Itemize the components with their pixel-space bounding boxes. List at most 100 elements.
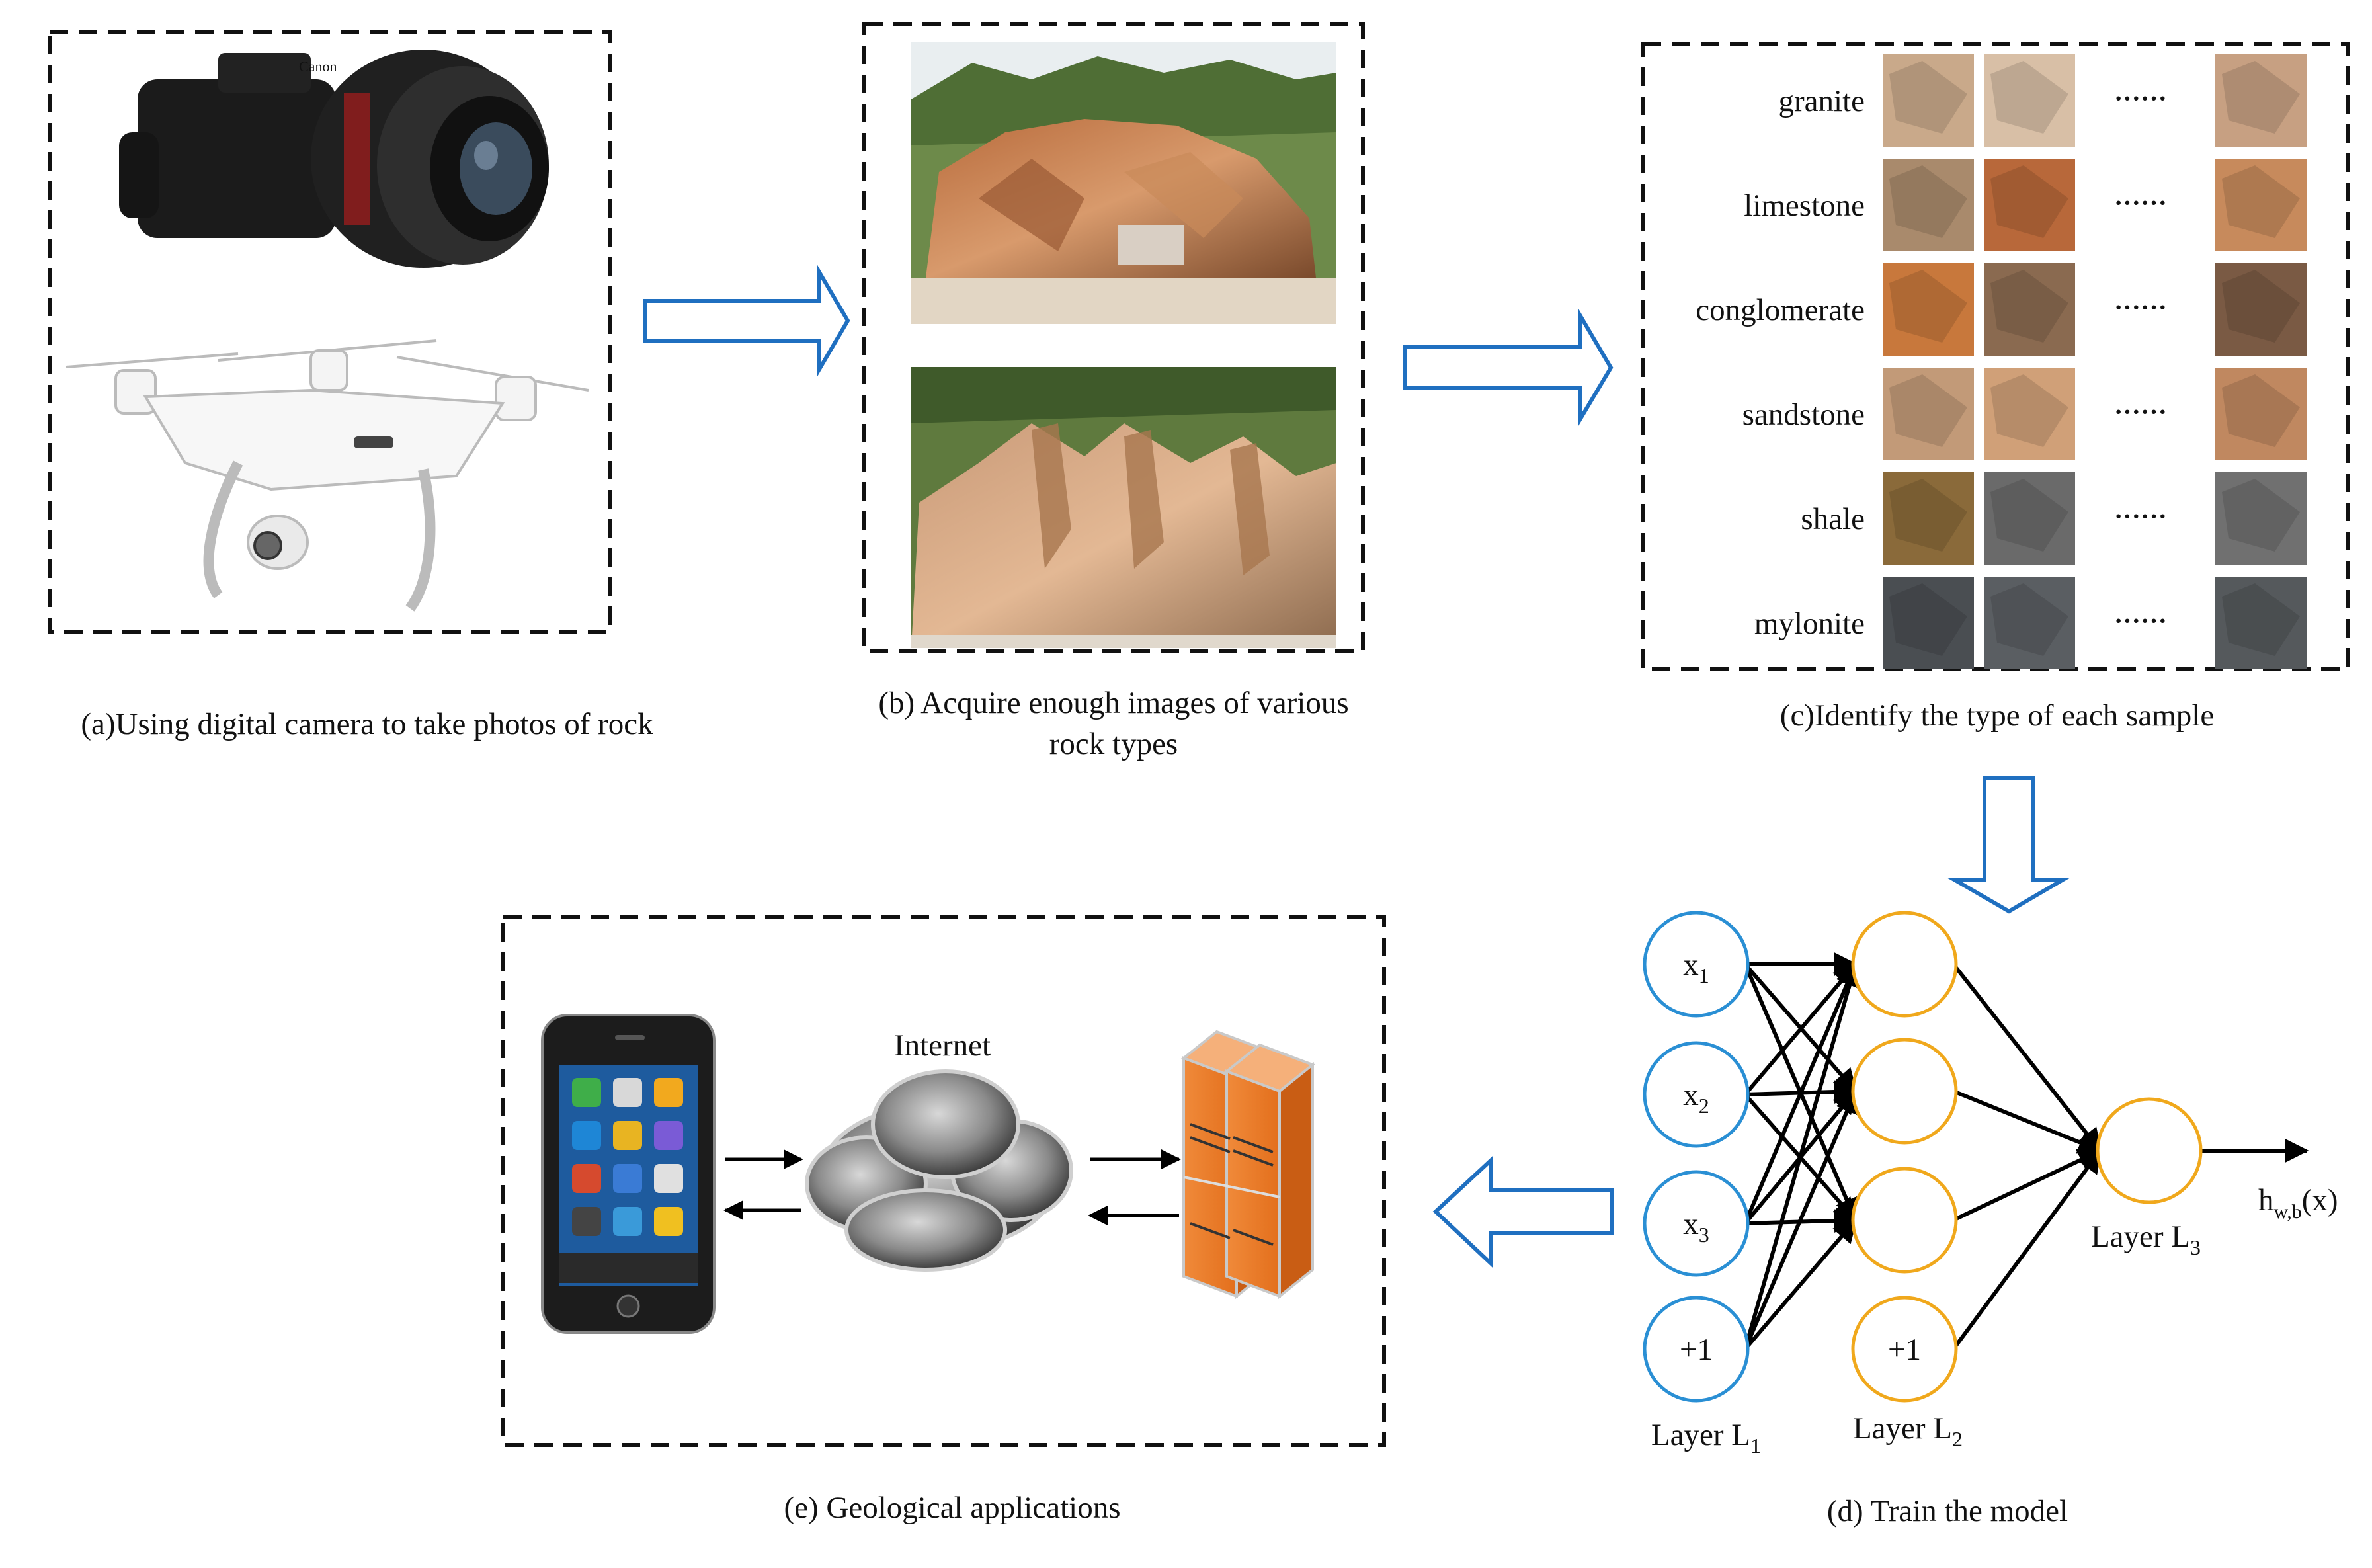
rock-row-limestone: limestone ······ <box>1744 159 2307 251</box>
rock-row-ellipsis: ······ <box>2114 501 2167 531</box>
camera-icon: Canon <box>119 50 549 268</box>
layer-label-3: Layer L3 <box>2091 1219 2201 1259</box>
rock-sample-thumbnail <box>2215 472 2307 565</box>
rock-sample-thumbnail <box>1984 368 2075 460</box>
app-icon <box>613 1164 642 1193</box>
panel-b-caption-line2: rock types <box>1049 727 1178 761</box>
input-node-subscript: 1 <box>1699 964 1709 987</box>
server-icon <box>1181 1030 1315 1300</box>
app-icon <box>654 1207 683 1236</box>
input-node-2 <box>1643 1041 1750 1148</box>
rock-sample-thumbnail <box>1883 263 1974 356</box>
panel-d-caption: (d) Train the model <box>1827 1494 2068 1528</box>
hidden-node-4 <box>1851 1296 1958 1403</box>
rock-label-shale: shale <box>1801 502 1865 536</box>
rock-sample-thumbnail <box>2215 263 2307 356</box>
panel-b-caption-line1: (b) Acquire enough images of various <box>878 686 1348 720</box>
rock-label-sandstone: sandstone <box>1742 397 1865 432</box>
edge-hidden-4-to-output <box>1951 1149 2102 1350</box>
input-node-subscript: 2 <box>1699 1094 1709 1118</box>
app-icon <box>654 1121 683 1150</box>
rock-row-ellipsis: ······ <box>2114 292 2167 322</box>
rock-sample-thumbnail <box>1883 368 1974 460</box>
rock-type-grid: granite······limestone······conglomerate… <box>1696 54 2307 669</box>
panel-a-frame <box>48 30 612 634</box>
layer-label-2: Layer L2 <box>1853 1411 1963 1451</box>
rock-texture <box>2222 270 2300 343</box>
network-edges <box>1743 952 2309 1350</box>
rock-sample-thumbnail <box>2215 54 2307 147</box>
rock-texture <box>1990 61 2068 134</box>
rock-texture <box>1990 583 2068 656</box>
hidden-bias-label: +1 <box>1888 1333 1921 1367</box>
flow-arrow-c-to-d <box>1946 776 2071 914</box>
rock-outcrop-photo-bottom <box>911 367 1336 648</box>
input-node-3 <box>1643 1170 1750 1277</box>
app-icon <box>572 1121 601 1150</box>
panel-e-frame <box>501 915 1386 1447</box>
rock-sample-thumbnail <box>1984 159 2075 251</box>
panel-c-frame <box>1641 42 2350 671</box>
edge-input-4-to-hidden-3 <box>1743 1218 1858 1350</box>
edge-hidden-1-to-output <box>1951 963 2102 1153</box>
rock-texture <box>2222 583 2300 656</box>
output-label: hw,b(x) <box>2258 1183 2338 1223</box>
rock-outcrop-photo-top <box>911 42 1336 324</box>
app-icon <box>613 1207 642 1236</box>
app-icon <box>654 1164 683 1193</box>
flow-arrow-b-to-c <box>1403 309 1614 426</box>
cloud-icon <box>805 1069 1073 1272</box>
rock-row-mylonite: mylonite······ <box>1754 577 2307 669</box>
rock-row-ellipsis: ······ <box>2114 188 2167 218</box>
rock-sample-thumbnail <box>2215 368 2307 460</box>
app-icon <box>654 1078 683 1107</box>
flow-arrow-a-to-b <box>643 263 850 378</box>
rock-sample-thumbnail <box>1984 472 2075 565</box>
panel-b-frame <box>862 22 1365 653</box>
rock-row-ellipsis: ······ <box>2114 397 2167 427</box>
app-icon <box>613 1121 642 1150</box>
edge-input-3-to-hidden-1 <box>1743 962 1858 1225</box>
rock-sample-thumbnail <box>1984 263 2075 356</box>
rock-row-sandstone: sandstone ······ <box>1742 368 2307 460</box>
flow-arrow-d-to-e <box>1432 1156 1614 1268</box>
rock-sample-thumbnail <box>1984 54 2075 147</box>
input-node-label-3: x3 <box>1683 1207 1709 1247</box>
app-icon <box>572 1207 601 1236</box>
edge-hidden-3-to-output <box>1952 1149 2103 1222</box>
rock-texture <box>1889 583 1967 656</box>
input-node-label-1: x1 <box>1683 948 1709 987</box>
hidden-node-3 <box>1851 1167 1958 1274</box>
rock-texture <box>2222 374 2300 447</box>
rock-texture <box>2222 61 2300 134</box>
drone-icon <box>65 339 589 612</box>
rock-label-limestone: limestone <box>1744 188 1865 223</box>
layer-label-1: Layer L1 <box>1651 1418 1761 1458</box>
input-node-4 <box>1643 1296 1750 1403</box>
rock-row-granite: granite······ <box>1779 54 2307 147</box>
rock-texture <box>1889 165 1967 238</box>
smartphone-icon <box>541 1014 716 1334</box>
panel-e: Internet (e) Geological applications <box>501 915 1386 1525</box>
panel-b: (b) Acquire enough images of various roc… <box>862 22 1365 761</box>
rock-sample-thumbnail <box>2215 577 2307 669</box>
edge-input-4-to-hidden-2 <box>1743 1089 1858 1350</box>
rock-texture <box>1990 374 2068 447</box>
input-node-1 <box>1643 911 1750 1018</box>
rock-label-conglomerate: conglomerate <box>1696 293 1865 327</box>
rock-row-ellipsis: ······ <box>2114 606 2167 636</box>
panel-c-caption: (c)Identify the type of each sample <box>1780 698 2214 733</box>
rock-texture <box>1990 165 2068 238</box>
rock-row-conglomerate: conglomerate ······ <box>1696 263 2307 356</box>
rock-sample-thumbnail <box>1883 577 1974 669</box>
app-icon <box>572 1164 601 1193</box>
rock-texture <box>1889 374 1967 447</box>
input-node-label-4: +1 <box>1680 1333 1713 1367</box>
output-node <box>2096 1097 2203 1204</box>
panel-a: Canon (a)Using digital camera to take ph… <box>48 30 653 741</box>
rock-row-ellipsis: ······ <box>2114 83 2167 113</box>
rock-sample-thumbnail <box>1883 472 1974 565</box>
internet-label: Internet <box>894 1028 991 1063</box>
rock-sample-thumbnail <box>1883 159 1974 251</box>
